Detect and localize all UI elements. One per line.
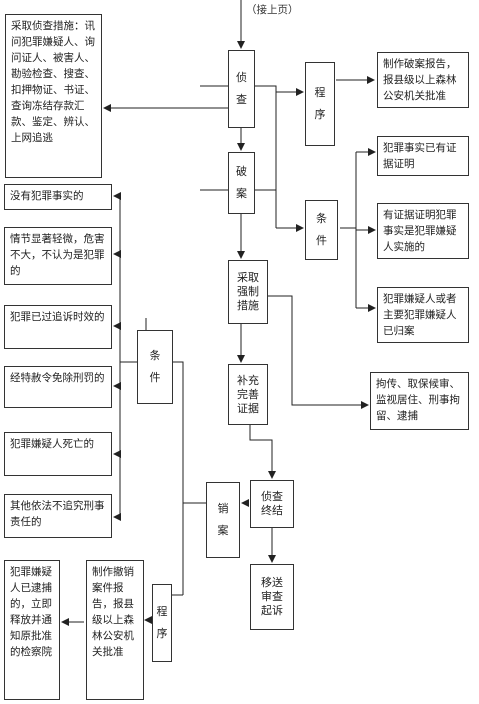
procedure-bottom-label: 程序 [156,605,168,640]
time-limit-expired-box: 犯罪已过追诉时效的 [4,305,112,349]
conditions-right-label: 条件 [316,212,327,247]
conditions-left-box: 条件 [137,330,173,404]
line-cancel-to-conditions [173,361,206,504]
arrow-supplement-to-conclude [249,425,276,479]
amnesty-box: 经特赦令免除刑罚的 [4,366,112,408]
other-exempt-box: 其他依法不追究刑事责任的 [4,494,112,538]
suspect-committed-box: 有证据证明犯罪事实是犯罪嫌疑人实施的 [377,203,469,259]
suspect-caught-box: 犯罪嫌疑人或者主要犯罪嫌疑人已归案 [377,287,469,343]
supplement-evidence-box: 补充完善证据 [228,364,268,425]
procedure-top-box: 程序 [305,62,335,146]
cancel-report-box: 制作撤销案件报告，报县级以上森林公安机关批准 [86,560,144,700]
facts-proven-box: 犯罪事实已有证据证明 [377,136,469,176]
conditions-left-label: 条件 [149,349,161,384]
supplement-evidence-label: 补充完善证据 [237,373,259,415]
procedure-bottom-box: 程序 [152,584,172,662]
investigate-label: 侦查 [236,71,247,106]
cancel-case-label: 销案 [217,502,229,537]
conclude-investigation-label: 侦查终结 [261,490,283,517]
investigation-measures-box: 采取侦查措施：讯问犯罪嫌疑人、询问证人、被害人、勘验检查、搜查、扣押物证、书证、… [5,14,102,178]
solve-case-box: 破案 [228,152,255,214]
coercive-measures-label: 采取强制措施 [237,271,259,312]
line-coercive-to-options [268,295,369,409]
cancel-case-box: 销案 [206,482,240,558]
suspect-dead-box: 犯罪嫌疑人死亡的 [4,432,112,476]
coercive-measures-box: 采取强制措施 [228,260,268,324]
procedure-top-label: 程序 [314,86,326,121]
conditions-right-box: 条件 [305,200,338,260]
solve-case-label: 破案 [236,165,247,200]
minor-circumstances-box: 情节显著轻微，危害不大，不认为是犯罪的 [4,227,112,285]
transfer-prosecution-box: 移送审查起诉 [250,564,294,630]
coercive-options-box: 拘传、取保候审、监视居住、刑事拘留、逮捕 [370,372,469,430]
continued-label: （接上页） [246,4,299,16]
release-notice-box: 犯罪嫌疑人已逮捕的，立即释放并通知原批准的检察院 [4,560,60,700]
approval-report-box: 制作破案报告，报县级以上森林公安机关批准 [377,52,469,108]
no-crime-box: 没有犯罪事实的 [4,184,112,210]
conclude-investigation-box: 侦查终结 [250,480,294,528]
transfer-prosecution-label: 移送审查起诉 [261,576,283,617]
investigate-box: 侦查 [228,50,255,128]
